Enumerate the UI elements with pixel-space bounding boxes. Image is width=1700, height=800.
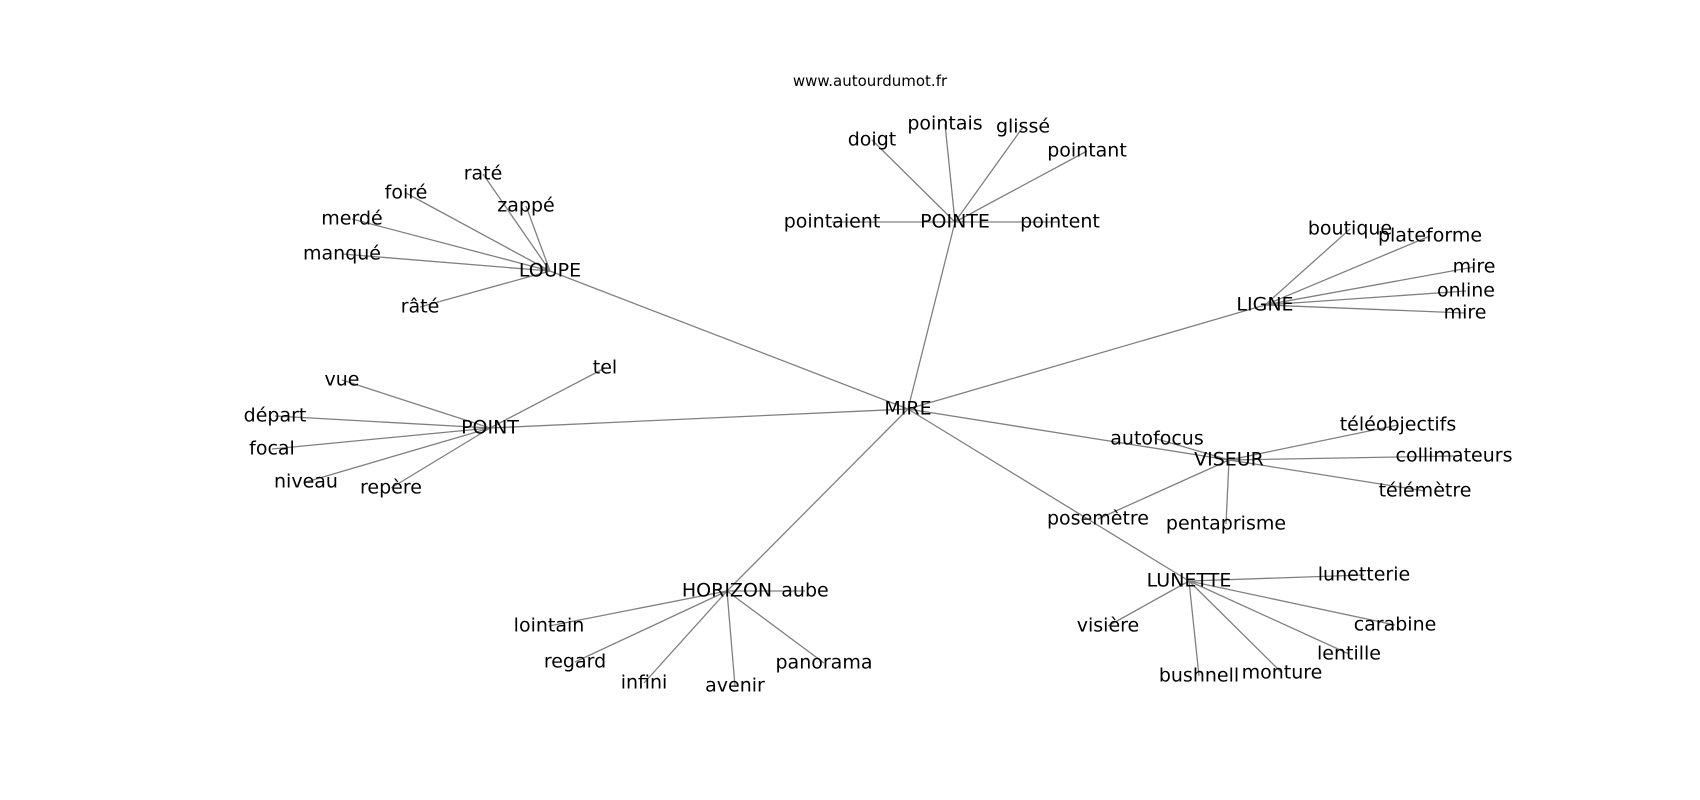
edge-viseur-telemetre (1228, 459, 1426, 492)
edge-horizon-panorama (726, 590, 825, 664)
node-mire2[interactable]: mire (1444, 302, 1487, 324)
edge-loupe-merde (351, 218, 551, 272)
node-panorama[interactable]: panorama (776, 652, 873, 674)
node-pointe[interactable]: POINTE (920, 211, 990, 233)
node-focal[interactable]: focal (249, 438, 295, 460)
node-regard[interactable]: regard (544, 651, 606, 673)
node-foire[interactable]: foiré (385, 182, 428, 204)
node-pointent[interactable]: pointent (1020, 211, 1100, 233)
node-telemetre[interactable]: télémètre (1379, 480, 1472, 502)
node-teleobjectifs[interactable]: téléobjectifs (1340, 414, 1457, 436)
edge-pointe-pointant (954, 150, 1088, 223)
node-viseur[interactable]: VISEUR (1194, 449, 1264, 471)
node-zappe[interactable]: zappé (497, 195, 554, 217)
edge-loupe-foire (405, 192, 551, 272)
node-loupe[interactable]: LOUPE (519, 260, 581, 282)
node-pointant[interactable]: pointant (1047, 140, 1127, 162)
edge-viseur-pentaprisme (1225, 459, 1230, 525)
edge-viseur-posemetre (1097, 459, 1230, 520)
edge-mire-lunette (907, 408, 1190, 582)
node-pointais[interactable]: pointais (907, 113, 982, 135)
edge-ligne-online (1264, 290, 1467, 306)
edge-viseur-autofocus (1156, 438, 1230, 461)
edge-lunette-visiere (1107, 580, 1190, 627)
node-rate[interactable]: raté (464, 163, 503, 185)
edge-loupe-rate2 (419, 270, 551, 308)
edge-horizon-avenir (726, 590, 736, 687)
node-lunetterie[interactable]: lunetterie (1318, 564, 1410, 586)
node-visiere[interactable]: visière (1077, 615, 1139, 637)
edge-ligne-boutique (1264, 228, 1351, 306)
graph-edges (271, 123, 1475, 687)
node-pentaprisme[interactable]: pentaprisme (1166, 513, 1286, 535)
node-merde[interactable]: merdé (321, 208, 382, 230)
edge-viseur-collimateurs (1228, 455, 1455, 461)
node-glisse[interactable]: glissé (996, 116, 1050, 138)
node-ligne[interactable]: LIGNE (1236, 294, 1293, 316)
node-pointaient[interactable]: pointaient (784, 211, 881, 233)
node-infini[interactable]: infini (621, 672, 668, 694)
node-avenir[interactable]: avenir (705, 675, 765, 697)
node-collimateurs[interactable]: collimateurs (1396, 445, 1513, 467)
node-boutique[interactable]: boutique (1308, 218, 1392, 240)
node-autofocus[interactable]: autofocus (1110, 428, 1203, 450)
node-posemetre[interactable]: posemètre (1047, 508, 1149, 530)
edge-point-depart (274, 415, 491, 429)
edge-point-tel (489, 367, 606, 429)
edge-mire-ligne (907, 304, 1266, 410)
edge-loupe-zappe (525, 205, 551, 272)
edge-mire-pointe (907, 221, 956, 410)
edge-ligne-mire1 (1264, 266, 1475, 306)
edge-mire-point (489, 408, 909, 429)
edge-pointe-doigt (871, 139, 956, 223)
edge-loupe-manque (341, 253, 551, 272)
edge-point-vue (341, 379, 491, 429)
edge-lunette-bushnell (1188, 580, 1200, 677)
node-niveau[interactable]: niveau (274, 471, 338, 493)
node-carabine[interactable]: carabine (1354, 614, 1437, 636)
node-lunette[interactable]: LUNETTE (1147, 570, 1232, 592)
edge-lunette-monture (1188, 580, 1283, 674)
node-doigt[interactable]: doigt (848, 129, 896, 151)
edge-ligne-plateforme (1264, 235, 1431, 306)
edge-lunette-lunetterie (1188, 574, 1365, 582)
edge-point-niveau (305, 427, 491, 483)
node-lentille[interactable]: lentille (1317, 643, 1381, 665)
node-mire[interactable]: MIRE (884, 398, 931, 420)
edge-pointe-glisse (954, 126, 1024, 223)
node-tel[interactable]: tel (593, 357, 617, 379)
node-bushnell[interactable]: bushnell (1159, 665, 1239, 687)
node-horizon[interactable]: HORIZON (682, 580, 772, 602)
site-watermark: www.autourdumot.fr (792, 72, 948, 90)
node-manque[interactable]: manqué (303, 243, 381, 265)
edge-viseur-teleobjectifs (1228, 424, 1399, 461)
node-mire1[interactable]: mire (1453, 256, 1496, 278)
node-plateforme[interactable]: plateforme (1378, 225, 1482, 247)
node-lointain[interactable]: lointain (514, 615, 585, 637)
edge-pointe-pointais (944, 123, 956, 223)
node-rate2[interactable]: râté (401, 296, 440, 318)
node-monture[interactable]: monture (1242, 662, 1323, 684)
edge-point-focal (271, 427, 491, 450)
node-depart[interactable]: départ (244, 405, 307, 427)
node-point[interactable]: POINT (461, 417, 519, 439)
edge-horizon-lointain (548, 590, 728, 627)
edge-ligne-mire2 (1264, 304, 1466, 314)
node-repere[interactable]: repère (360, 477, 422, 499)
edge-mire-horizon (726, 408, 909, 592)
node-vue[interactable]: vue (325, 369, 360, 391)
node-online[interactable]: online (1437, 280, 1495, 302)
edge-horizon-regard (574, 590, 728, 663)
edge-mire-loupe (549, 270, 909, 410)
node-aube[interactable]: aube (781, 580, 828, 602)
edge-lunette-lentille (1188, 580, 1350, 655)
edge-horizon-infini (643, 590, 728, 684)
edge-lunette-carabine (1188, 580, 1396, 626)
edge-mire-viseur (907, 408, 1230, 461)
edge-loupe-rate (482, 173, 551, 272)
edge-point-repere (390, 427, 491, 489)
